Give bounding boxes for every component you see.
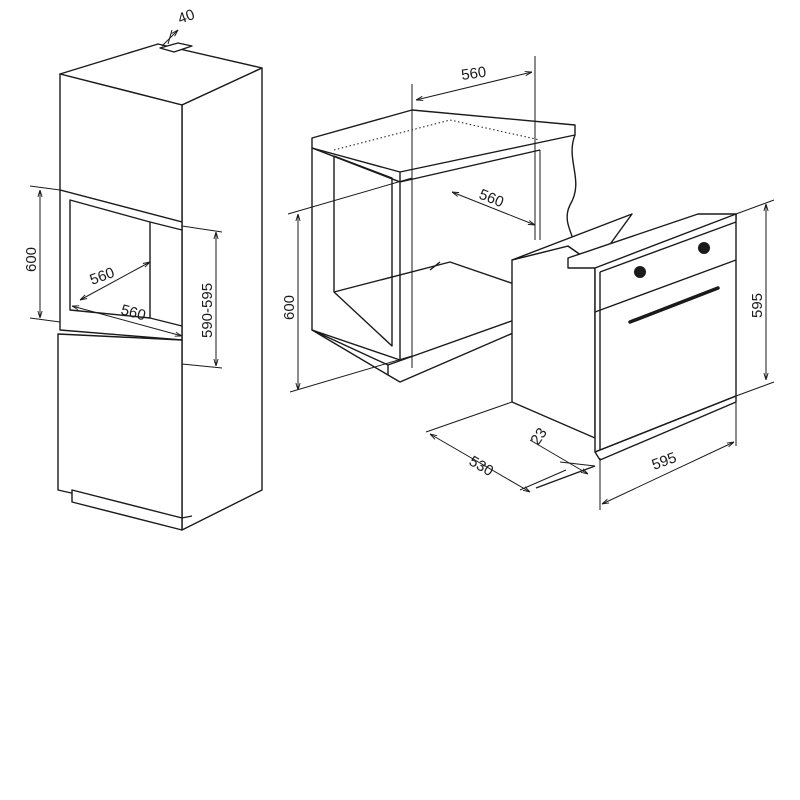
- dim-base-width-label: 560: [460, 64, 487, 84]
- tall-cabinet: 40 600 560 560 590-595: [23, 6, 263, 531]
- oven-body: [511, 245, 596, 439]
- right-knob-icon: [698, 242, 710, 254]
- base-cabinet: 560 560 600: [281, 56, 577, 393]
- lower-door: [57, 333, 183, 519]
- oven: 595 595 530 23: [425, 199, 775, 510]
- dim-niche-range-label: 590-595: [199, 283, 216, 338]
- left-knob-icon: [634, 266, 646, 278]
- top-vent-strip: [159, 42, 193, 53]
- door-handle: [628, 286, 720, 324]
- dim-front-thickness-label: 23: [527, 425, 550, 448]
- dim-oven-height-label: 595: [749, 293, 766, 318]
- dim-top-gap-label: 40: [176, 6, 197, 28]
- dim-niche-height-label: 600: [23, 247, 40, 272]
- plinth: [71, 489, 183, 531]
- dim-oven-depth-label: 530: [466, 453, 496, 480]
- dim-base-depth-label: 560: [477, 186, 507, 211]
- dim-base-height-label: 600: [281, 295, 298, 320]
- dim-niche-width-label: 560: [119, 301, 148, 324]
